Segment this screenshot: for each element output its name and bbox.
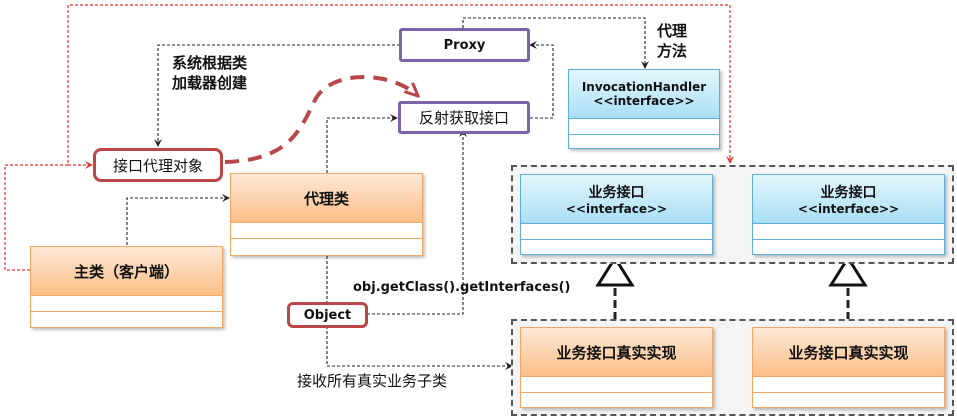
realization-triangle-1	[595, 255, 635, 287]
business-impl-name: 业务接口真实实现	[788, 343, 909, 362]
business-interface-class[interactable]: 业务接口 <<interface>>	[752, 174, 945, 255]
invocation-handler-name: InvocationHandler	[581, 80, 707, 94]
proxy-class[interactable]: 代理类	[230, 173, 423, 256]
proxy-label: Proxy	[443, 37, 486, 53]
realization-triangle-2	[828, 255, 868, 287]
proxy-object-node[interactable]: 接口代理对象	[93, 148, 223, 182]
object-label: Object	[303, 307, 352, 323]
get-interfaces-annotation: obj.getClass().getInterfaces()	[353, 280, 571, 295]
proxy-node[interactable]: Proxy	[399, 28, 530, 62]
main-class-name: 主类（客户端）	[73, 262, 179, 281]
business-impl-class[interactable]: 业务接口真实实现	[520, 327, 713, 408]
link-proxyclass-to-impls	[326, 256, 513, 370]
proxy-class-name: 代理类	[303, 189, 349, 208]
receive-all-annotation: 接收所有真实业务子类	[297, 372, 448, 390]
business-impl-class[interactable]: 业务接口真实实现	[752, 327, 945, 408]
business-interface-name: 业务接口	[820, 185, 877, 201]
proxy-method-annotation: 代理 方法	[657, 22, 688, 60]
business-interface-name: 业务接口	[588, 185, 645, 201]
reflect-node[interactable]: 反射获取接口	[398, 101, 530, 134]
link-main-to-proxyclass	[126, 194, 230, 245]
link-proxy-to-handler	[462, 17, 649, 69]
link-proxyclass-to-reflect	[326, 114, 398, 173]
object-node[interactable]: Object	[287, 302, 368, 328]
business-interface-class[interactable]: 业务接口 <<interface>>	[520, 174, 713, 255]
curve-proxy-object-to-reflect	[224, 75, 418, 164]
business-interface-stereotype: <<interface>>	[565, 202, 668, 216]
business-impl-name: 业务接口真实实现	[556, 343, 677, 362]
reflect-label: 反射获取接口	[418, 109, 509, 127]
business-interface-stereotype: <<interface>>	[797, 202, 900, 216]
proxy-object-label: 接口代理对象	[112, 156, 203, 175]
invocation-handler-stereotype: <<interface>>	[593, 94, 695, 108]
link-proxy-to-proxy-object	[154, 44, 400, 147]
link-reflect-to-proxy	[529, 41, 554, 119]
classloader-annotation: 系统根据类 加载器创建	[172, 54, 248, 92]
invocation-handler-class[interactable]: InvocationHandler <<interface>>	[568, 69, 720, 149]
link-object-to-reflect	[367, 129, 467, 315]
main-class[interactable]: 主类（客户端）	[30, 246, 223, 328]
